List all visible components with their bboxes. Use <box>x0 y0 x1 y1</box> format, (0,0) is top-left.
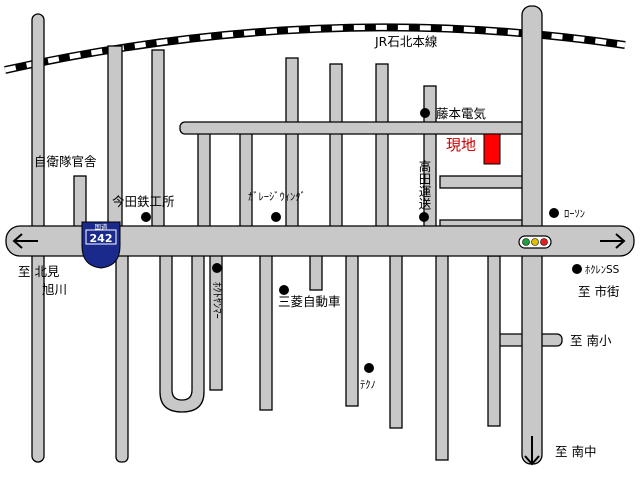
route-242-road <box>5 225 635 257</box>
route-shield-label: 国道 <box>95 222 109 231</box>
road-v-290 <box>285 57 299 237</box>
dot-takada <box>419 212 429 222</box>
road-right-h-1 <box>439 175 529 189</box>
dot-tekuno <box>364 363 374 373</box>
label-lawson: ﾛｰｿﾝ <box>564 208 585 220</box>
site-marker <box>483 133 501 165</box>
arrow-east-icon <box>600 233 626 249</box>
direction-minamisho: 至 南小 <box>570 333 612 348</box>
road-v-120-low <box>115 239 129 463</box>
road-u-loop <box>159 251 205 413</box>
dot-imada <box>141 212 151 222</box>
railway-label: JR石北本線 <box>374 34 438 49</box>
label-fujimoto: 藤本電気 <box>436 106 486 121</box>
road-v-335 <box>329 63 343 237</box>
direction-west-line1: 至 北見 <box>18 264 60 279</box>
traffic-signal-icon <box>518 235 552 249</box>
road-upper-h <box>179 121 531 135</box>
arrow-south-icon <box>524 436 540 466</box>
road-v-350-low <box>345 239 359 407</box>
label-imada: 今田鉄工所 <box>112 194 175 209</box>
road-v-245 <box>239 123 253 237</box>
road-v-440-low <box>435 239 449 461</box>
label-tekuno: ﾃｸﾉ <box>360 379 376 391</box>
road-v-265-low <box>259 239 273 411</box>
label-jieitai: 自衛隊官舎 <box>34 154 97 169</box>
label-mitsubishi: 三菱自動車 <box>278 294 341 309</box>
landmark-dots <box>141 108 582 373</box>
roads <box>5 5 635 465</box>
dot-lawson <box>549 208 559 218</box>
dot-hokuren <box>572 264 582 274</box>
route-242-shield-icon <box>81 221 121 269</box>
road-v-395-low <box>389 239 403 429</box>
site-label: 現地 <box>446 136 476 154</box>
direction-city: 至 市街 <box>578 284 619 299</box>
route-shield-number: 242 <box>90 232 113 245</box>
dot-mitsubishi <box>279 285 289 295</box>
arrow-west-icon <box>12 233 38 249</box>
label-hokuren: ﾎｸﾚﾝSS <box>585 264 620 276</box>
dot-fujimoto <box>420 108 430 118</box>
road-v-200 <box>197 123 211 237</box>
dot-hokuto <box>212 263 222 273</box>
label-hokuto: ﾎｸﾄﾔﾝﾏｰ <box>211 282 223 319</box>
label-takada: 高田運送 <box>417 159 432 211</box>
road-right-v-south <box>487 255 501 427</box>
road-v-380 <box>375 63 389 237</box>
direction-minamichu: 至 南中 <box>555 444 596 459</box>
label-garage: ｶﾞﾚｰｼﾞｳｨﾝｸﾞ <box>248 191 306 203</box>
direction-west-line2: 旭川 <box>42 282 67 297</box>
dot-garage <box>271 212 281 222</box>
